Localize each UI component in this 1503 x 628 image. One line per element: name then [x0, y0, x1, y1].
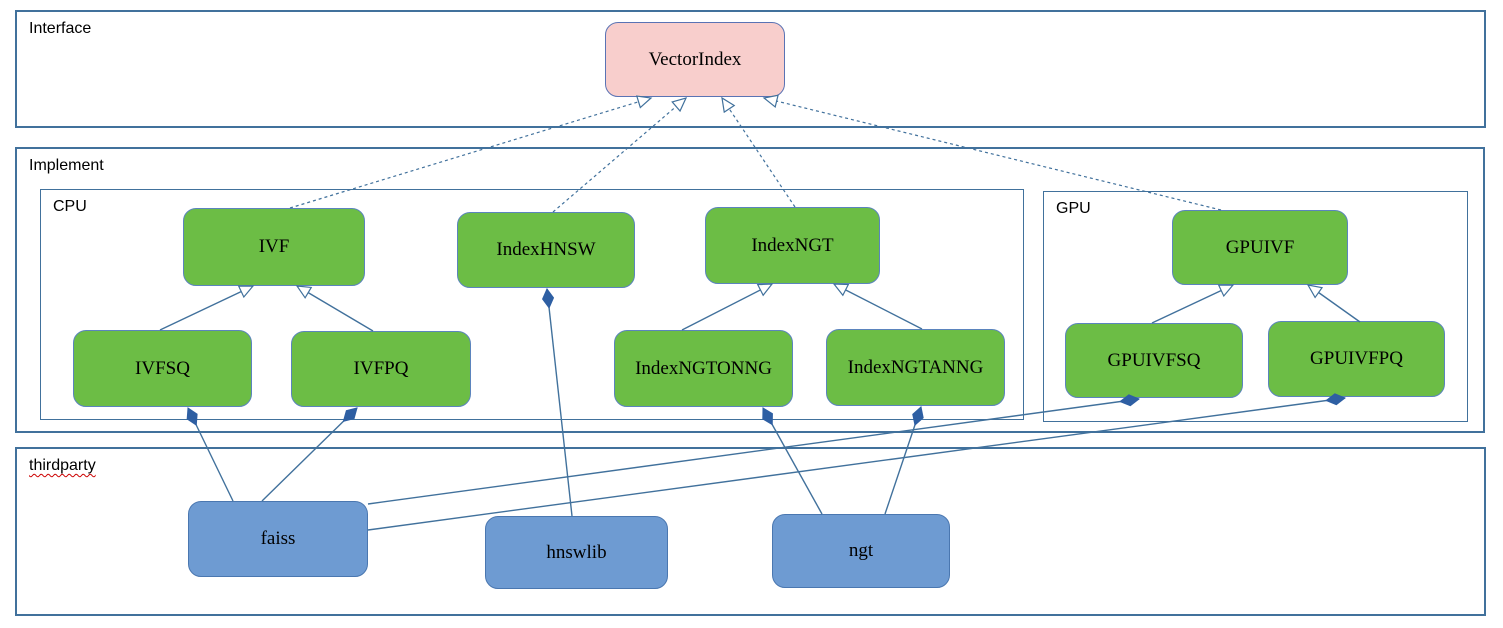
node-ngt-label: ngt — [848, 540, 874, 561]
node-vectorindex-label: VectorIndex — [648, 48, 742, 70]
node-vectorindex: VectorIndex — [605, 22, 785, 97]
node-indexngt-label: IndexNGT — [751, 234, 834, 256]
node-gpuivfpq-label: GPUIVFPQ — [1310, 348, 1403, 369]
thirdparty-label: thirdparty — [29, 457, 96, 474]
node-indexhnsw: IndexHNSW — [457, 212, 635, 288]
node-ivf: IVF — [183, 208, 365, 286]
node-gpuivfpq: GPUIVFPQ — [1268, 321, 1445, 397]
node-gpuivf: GPUIVF — [1172, 210, 1348, 285]
node-gpuivfsq-label: GPUIVFSQ — [1107, 349, 1201, 371]
node-indexngtonng: IndexNGTONNG — [614, 330, 793, 407]
gpu-label: GPU — [1056, 200, 1091, 217]
node-gpuivf-label: GPUIVF — [1225, 236, 1295, 258]
node-indexngtanng-label: IndexNGTANNG — [847, 356, 984, 378]
node-ivfpq-label: IVFPQ — [353, 358, 409, 379]
node-indexngt: IndexNGT — [705, 207, 880, 284]
node-hnswlib: hnswlib — [485, 516, 668, 589]
implement-label: Implement — [29, 157, 104, 174]
node-faiss-label: faiss — [260, 528, 296, 549]
cpu-label: CPU — [53, 198, 87, 215]
node-hnswlib-label: hnswlib — [546, 541, 607, 563]
node-ivf-label: IVF — [258, 236, 290, 257]
node-faiss: faiss — [188, 501, 368, 577]
node-ivfsq: IVFSQ — [73, 330, 252, 407]
node-ivfsq-label: IVFSQ — [135, 357, 190, 379]
node-ivfpq: IVFPQ — [291, 331, 471, 407]
node-indexhnsw-label: IndexHNSW — [496, 239, 596, 260]
node-ngt: ngt — [772, 514, 950, 588]
node-gpuivfsq: GPUIVFSQ — [1065, 323, 1243, 398]
node-indexngtanng: IndexNGTANNG — [826, 329, 1005, 406]
node-indexngtonng-label: IndexNGTONNG — [635, 357, 772, 379]
interface-label: Interface — [29, 20, 92, 37]
